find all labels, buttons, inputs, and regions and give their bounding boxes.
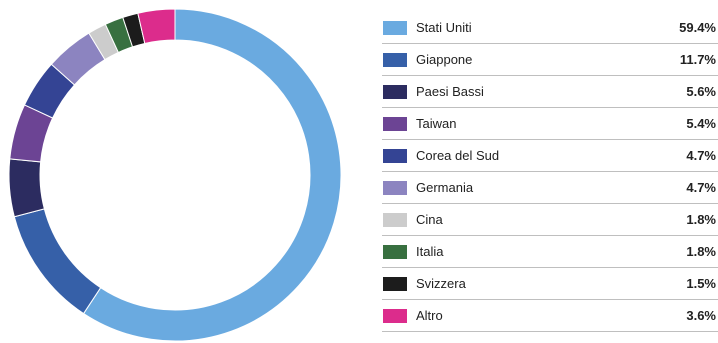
donut-chart [8, 8, 342, 342]
legend-swatch [383, 85, 407, 99]
legend-value: 4.7% [686, 148, 716, 163]
legend-label: Germania [416, 180, 474, 195]
legend-swatch [383, 53, 407, 67]
legend-swatch [383, 181, 407, 195]
legend: Stati Uniti 59.4% Giappone 11.7% Paesi Bassi… [382, 12, 718, 332]
legend-value: 3.6% [686, 308, 716, 323]
legend-value: 1.8% [686, 244, 716, 259]
legend-item-stati-uniti: Stati Uniti 59.4% [382, 12, 718, 44]
legend-swatch [383, 149, 407, 163]
legend-swatch [383, 245, 407, 259]
legend-item-taiwan: Taiwan 5.4% [382, 108, 718, 140]
legend-value: 5.4% [686, 116, 716, 131]
legend-value: 11.7% [679, 52, 716, 67]
legend-swatch [383, 213, 407, 227]
legend-label: Stati Uniti [416, 20, 472, 35]
legend-label: Corea del Sud [416, 148, 500, 163]
legend-value: 5.6% [686, 84, 716, 99]
legend-label: Svizzera [416, 276, 466, 291]
slice-altro [137, 8, 176, 45]
legend-value: 4.7% [686, 180, 716, 195]
legend-label: Taiwan [416, 116, 457, 131]
legend-label: Paesi Bassi [416, 84, 484, 99]
legend-swatch [383, 277, 407, 291]
legend-label: Altro [416, 308, 443, 323]
legend-item-svizzera: Svizzera 1.5% [382, 268, 718, 300]
legend-swatch [383, 21, 407, 35]
legend-value: 1.8% [686, 212, 716, 227]
legend-value: 1.5% [686, 276, 716, 291]
slice-giappone [13, 208, 102, 315]
legend-item-paesi-bassi: Paesi Bassi 5.6% [382, 76, 718, 108]
legend-item-altro: Altro 3.6% [382, 300, 718, 332]
legend-item-corea-del-sud: Corea del Sud 4.7% [382, 140, 718, 172]
legend-label: Giappone [416, 52, 473, 67]
legend-label: Cina [416, 212, 443, 227]
legend-value: 59.4% [679, 20, 716, 35]
legend-item-cina: Cina 1.8% [382, 204, 718, 236]
legend-item-germania: Germania 4.7% [382, 172, 718, 204]
legend-swatch [383, 309, 407, 323]
legend-label: Italia [416, 244, 444, 259]
slice-stati-uniti [82, 8, 342, 342]
legend-item-giappone: Giappone 11.7% [382, 44, 718, 76]
legend-item-italia: Italia 1.8% [382, 236, 718, 268]
slice-paesi-bassi [8, 158, 45, 218]
legend-swatch [383, 117, 407, 131]
